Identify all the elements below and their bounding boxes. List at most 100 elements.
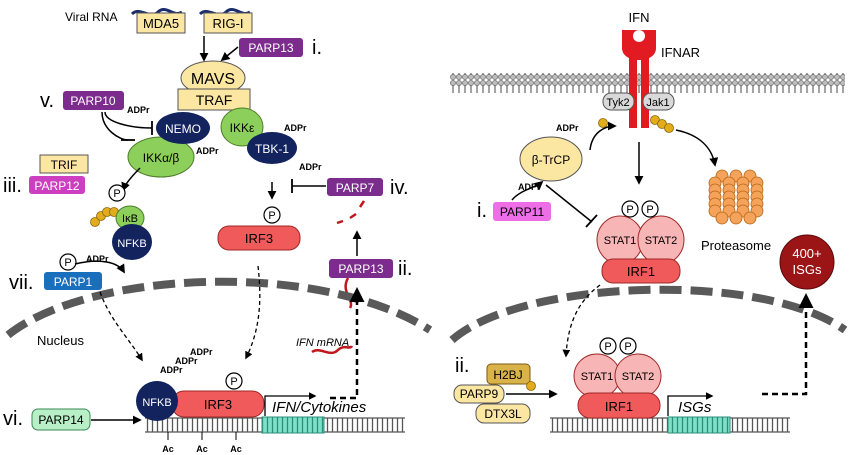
rigi-box[interactable]: RIG-I [203,12,253,34]
ikk-e-node[interactable]: IKKε [220,107,264,147]
ikb-node[interactable]: IκB [115,205,145,231]
nfkb-translocation-arrow [99,291,143,362]
mda5-label: MDA5 [143,16,179,31]
parp11-box[interactable]: PARP11 [493,202,551,221]
adpr-nuc-2: ADPr [175,356,198,366]
btrcp-node[interactable]: β-TrCP [519,136,583,182]
adpr-btrcp: ADPr [556,123,579,133]
left-panel: Viral RNA MDA5 RIG-I PARP13 i. MAVS [3,7,433,454]
proteasome-subunit [715,211,729,225]
nfkb-nuc-node[interactable]: NFKB [136,381,178,421]
nfkb-label: NFKB [117,238,146,250]
step-i-label: i. [312,37,322,59]
parp9-box[interactable]: PARP9 [453,384,505,404]
parp13-mid-label: PARP13 [338,262,383,276]
ifnar-label: IFNAR [661,45,700,60]
tyk2-label: Tyk2 [606,97,629,109]
btrcp-to-receptor-arrow [589,121,617,151]
parp13-to-mavs-arrow [220,46,239,62]
nfkb-node[interactable]: NFKB [112,224,152,260]
stat1-node[interactable]: STAT1 [596,215,644,265]
btrcp-inhibit-bar [585,214,598,228]
parp11-to-btrcp-arrow [511,180,544,201]
svg-text:P: P [268,210,275,222]
svg-text:P: P [604,341,611,353]
parp13-top-box[interactable]: PARP13 [239,38,303,57]
h2bj-box[interactable]: H2BJ [486,363,531,385]
tyk2-node[interactable]: Tyk2 [602,92,635,111]
ubiquitin-receptor-right [650,115,674,133]
proteasome-subunit [729,211,743,225]
ikk-to-ikb-arrow [121,167,141,192]
adpr-parp1: ADPr [86,254,109,264]
ubiquitin-chain-ikb [90,207,119,227]
phospho-parp1: P [59,253,77,271]
ifn-label: IFN [629,10,650,25]
adpr-parp11: ADPr [518,182,541,192]
irf3-label: IRF3 [245,231,273,246]
tbk1-node[interactable]: TBK-1 [247,132,297,164]
ifn-cytokines-label: IFN/Cytokines [272,399,367,416]
parp10-label: PARP10 [70,94,115,108]
ifn-mrna-label: IFN mRNA [296,337,349,349]
parp13-top-label: PARP13 [248,41,293,55]
stat2-nuc-label: STAT2 [622,371,655,383]
svg-text:ISGs: ISGs [793,262,822,277]
phospho-irf3: P [263,206,281,224]
parp10-box[interactable]: PARP10 [63,91,124,110]
traf-label: TRAF [196,92,233,108]
stat2-nuc-node[interactable]: STAT2 [614,353,662,399]
parp7-box[interactable]: PARP7 [327,178,383,196]
nemo-label: NEMO [165,122,201,136]
stat1-nuc-node[interactable]: STAT1 [573,353,621,399]
phospho-stat2-nuc: P [619,337,637,355]
svg-text:400+: 400+ [792,246,821,261]
stat2-node[interactable]: STAT2 [637,215,685,265]
parp12-label: PARP12 [34,179,79,193]
adpr-parp10: ADPr [127,105,150,115]
stat1-label: STAT1 [604,235,637,247]
dtx3l-box[interactable]: DTX3L [475,403,531,424]
step-i-right-label: i. [477,200,487,222]
irf1-node[interactable]: IRF1 [601,258,681,284]
irf3-nuc-node[interactable]: IRF3 [171,390,265,418]
ubiquitin-receptor-left [598,118,608,128]
nucleus-label: Nucleus [37,333,84,348]
parp7-label: PARP7 [336,181,375,195]
ikk-ab-node[interactable]: IKKα/β [127,136,195,178]
viral-rna-label: Viral RNA [65,10,117,24]
ifn-transcription-arrow [264,392,317,416]
btrcp-label: β-TrCP [532,153,570,167]
parp11-label: PARP11 [500,205,545,219]
irf1-nuc-node[interactable]: IRF1 [577,392,661,419]
isgs-count-badge: 400+ ISGs [779,234,835,290]
ac-mark-3: Ac [230,444,242,454]
ifn-mrna-strand [311,345,354,355]
svg-text:P: P [230,376,237,388]
irf3-translocation-arrow [245,265,261,360]
nuclear-envelope-right [449,285,848,344]
dtx3l-label: DTX3L [484,407,522,421]
irf3-node[interactable]: IRF3 [217,225,301,251]
jak1-label: Jak1 [646,97,669,109]
ifnar-receptor[interactable] [622,30,656,128]
adpr-tbk: ADPr [284,123,307,133]
parp12-box[interactable]: PARP12 [29,176,85,194]
svg-text:P: P [624,341,631,353]
ifn-gene-region [261,416,325,434]
parp13-mid-box[interactable]: PARP13 [329,259,393,278]
irf1-label: IRF1 [627,264,655,279]
parp1-box[interactable]: PARP1 [44,272,102,290]
phospho-stat2: P [641,200,659,218]
jak1-node[interactable]: Jak1 [642,92,675,111]
step-iv-label: iv. [390,177,409,199]
traf-box[interactable]: TRAF [177,88,251,111]
phospho-stat1-nuc: P [599,337,617,355]
step-ii-right-label: ii. [455,355,469,377]
degraded-mrna-fragments [336,200,366,225]
parp14-label: PARP14 [38,413,83,427]
nemo-node[interactable]: NEMO [156,112,210,144]
trif-box[interactable]: TRIF [39,154,89,174]
parp14-box[interactable]: PARP14 [31,408,91,431]
mda5-box[interactable]: MDA5 [136,12,186,34]
